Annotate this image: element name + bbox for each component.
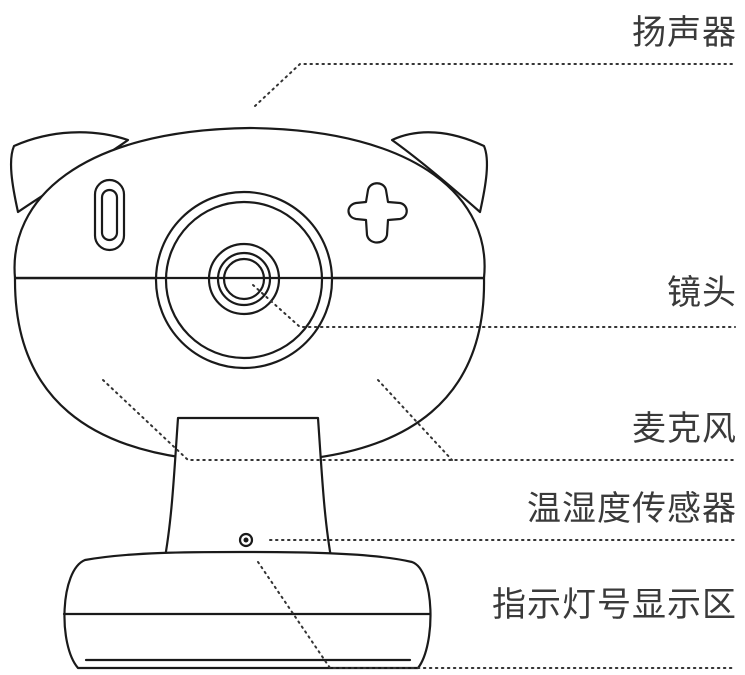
stand-base [63,550,432,670]
label-lens: 镜头 [667,273,737,313]
label-indicator: 指示灯号显示区 [492,585,737,625]
leader-speaker [254,63,736,107]
leader-mic-right [377,379,453,461]
right-ear [390,131,489,214]
label-microphone: 麦克风 [632,409,737,449]
label-speaker: 扬声器 [632,13,737,53]
label-sensor: 温湿度传感器 [527,489,737,529]
plus-ornament [347,182,408,244]
leader-mic-left [102,379,736,461]
leader-indicator [257,561,736,669]
leader-lens [252,284,736,328]
